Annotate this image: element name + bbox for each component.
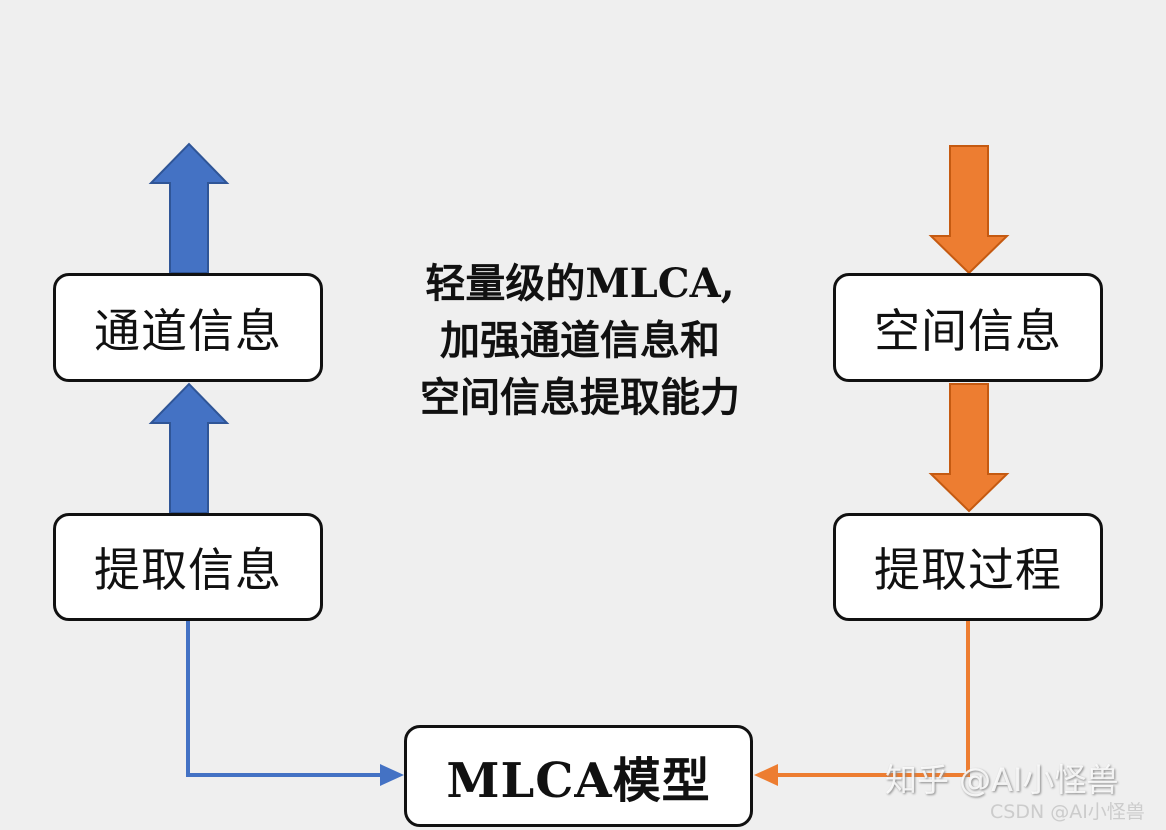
orange-connector-line [776,620,970,777]
diagram-title: 轻量级的MLCA, 加强通道信息和 空间信息提取能力 [360,255,800,426]
node-label: 提取信息 [94,543,282,597]
node-label: 提取过程 [874,543,1062,597]
node-spatial-info: 空间信息 [833,273,1103,382]
node-extract-process: 提取过程 [833,513,1103,621]
title-line: 加强通道信息和 [440,317,720,364]
orange-down-arrow-middle [928,383,1010,513]
node-label: 空间信息 [874,303,1062,358]
node-label: MLCA模型 [446,753,711,809]
orange-down-arrow-top [928,145,1010,275]
blue-up-arrow-top [148,142,230,274]
node-mlca-model: MLCA模型 [404,725,753,827]
node-channel-info: 通道信息 [53,273,323,382]
blue-connector-line [186,620,382,777]
blue-up-arrow-middle [148,382,230,514]
watermark-csdn: CSDN @AI小怪兽 [990,801,1145,823]
orange-connector-arrowhead [754,764,778,786]
title-line: 空间信息提取能力 [420,374,740,421]
blue-connector-arrowhead [380,764,404,786]
node-extract-info: 提取信息 [53,513,323,621]
title-line: 轻量级的MLCA, [425,260,735,307]
node-label: 通道信息 [94,303,282,358]
watermark-zhihu: 知乎 @AI小怪兽 [885,761,1119,799]
